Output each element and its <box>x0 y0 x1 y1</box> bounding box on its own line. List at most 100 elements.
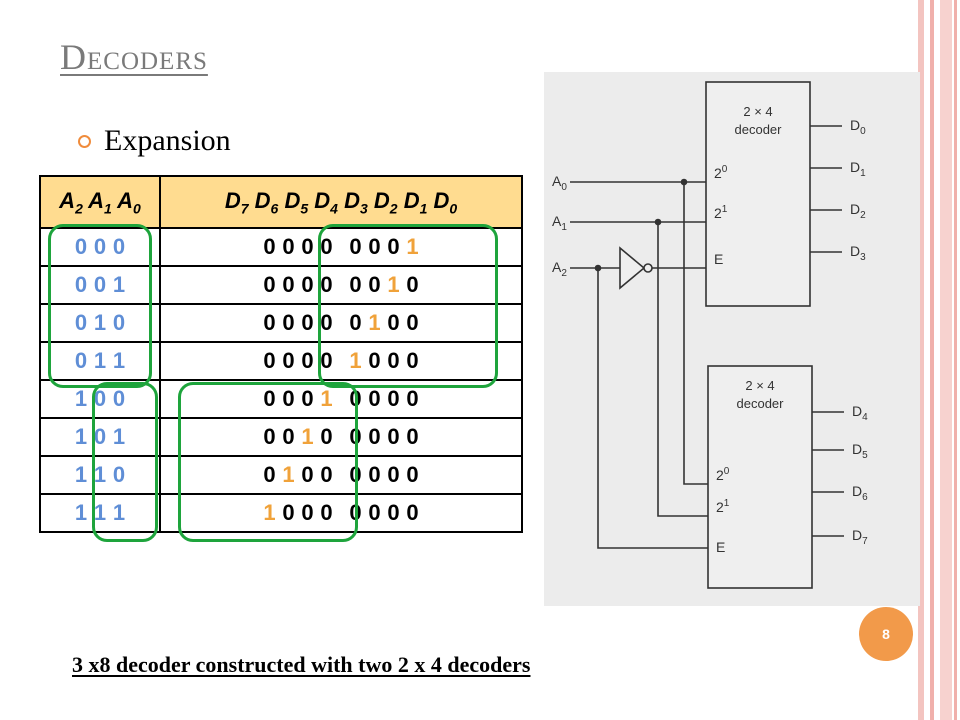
input-bit: 0 <box>112 386 126 411</box>
output-bit: 0 <box>320 424 333 449</box>
output-bit: 0 <box>263 348 276 373</box>
input-bit: 0 <box>112 462 126 487</box>
input-bit: 0 <box>74 310 88 335</box>
output-bit: 0 <box>282 310 295 335</box>
wire-a0-branch <box>683 182 708 485</box>
output-bit: 0 <box>406 500 419 525</box>
slide-caption: 3 x8 decoder constructed with two 2 x 4 … <box>72 652 531 677</box>
input-bit: 0 <box>93 424 107 449</box>
output-bit: 0 <box>387 462 400 487</box>
input-bit: 1 <box>93 348 107 373</box>
output-bit: 0 <box>406 462 419 487</box>
output-bit: 0 <box>301 310 314 335</box>
input-label-a2: A2 <box>552 259 567 279</box>
bullet-text: Expansion <box>104 124 231 157</box>
output-bit: 0 <box>320 500 333 525</box>
output-label-d2: D2 <box>850 201 866 221</box>
output-label-d7: D7 <box>852 527 868 547</box>
input-header-label: A0 <box>117 187 141 217</box>
output-bit: 0 <box>301 348 314 373</box>
output-bit: 0 <box>349 234 362 259</box>
output-bit: 0 <box>320 234 333 259</box>
output-bit: 1 <box>349 348 362 373</box>
output-bit: 0 <box>263 234 276 259</box>
output-label-d5: D5 <box>852 441 868 461</box>
input-bit: 1 <box>93 462 107 487</box>
output-bit: 0 <box>387 500 400 525</box>
input-bit: 1 <box>112 272 126 297</box>
output-bit: 0 <box>263 310 276 335</box>
input-header-label: A1 <box>88 187 112 217</box>
output-bit: 0 <box>282 386 295 411</box>
output-bit: 0 <box>301 386 314 411</box>
input-bit: 1 <box>93 310 107 335</box>
output-bit: 1 <box>406 234 419 259</box>
input-bit: 0 <box>93 234 107 259</box>
input-bit: 0 <box>112 234 126 259</box>
input-bit: 1 <box>112 424 126 449</box>
output-bit: 0 <box>406 272 419 297</box>
output-header-label: D7 <box>224 187 249 217</box>
output-header-label: D0 <box>433 187 458 217</box>
wire-a1-branch <box>657 222 708 517</box>
input-bit: 1 <box>112 500 126 525</box>
input-bit: 0 <box>93 272 107 297</box>
output-bit: 0 <box>263 462 276 487</box>
input-bit: 0 <box>74 348 88 373</box>
input-bit: 1 <box>74 462 88 487</box>
output-bit: 0 <box>406 424 419 449</box>
output-bit: 0 <box>406 348 419 373</box>
output-header-label: D4 <box>314 187 338 217</box>
input-bit: 1 <box>93 500 107 525</box>
bottom-decoder-label-2: decoder <box>737 396 785 411</box>
input-bit: 1 <box>74 424 88 449</box>
inverter-bubble <box>643 263 653 273</box>
output-bit: 0 <box>263 424 276 449</box>
output-bit: 0 <box>387 386 400 411</box>
output-bit: 1 <box>301 424 314 449</box>
output-bit: 0 <box>282 424 295 449</box>
output-header-label: D5 <box>284 187 309 217</box>
output-bit: 1 <box>387 272 400 297</box>
grouping-outline-outputs-high <box>178 382 358 542</box>
output-columns-header: D7 D6 D5 D4 D3 D2 D1 D0 <box>159 175 523 229</box>
top-decoder-label-2: decoder <box>735 122 783 137</box>
output-header-label: D2 <box>373 187 398 217</box>
output-bit: 0 <box>387 234 400 259</box>
junction-a1 <box>654 218 662 226</box>
output-bit: 0 <box>263 272 276 297</box>
output-bit: 0 <box>368 424 381 449</box>
output-bit: 0 <box>368 234 381 259</box>
circle-bullet-icon <box>78 134 91 148</box>
truth-table-header-row: A2 A1 A0 D7 D6 D5 D4 D3 D2 D1 D0 <box>39 175 523 229</box>
output-bit: 0 <box>349 310 362 335</box>
output-bit: 0 <box>387 424 400 449</box>
bottom-decoder-block <box>707 365 813 589</box>
output-bit: 0 <box>263 386 276 411</box>
output-label-d0: D0 <box>850 117 866 137</box>
top-decoder-block <box>705 81 811 307</box>
output-bit: 0 <box>387 310 400 335</box>
grouping-outline-inputs-high <box>92 382 158 542</box>
grouping-outline-inputs-low <box>48 224 152 388</box>
bullet-item: Expansion <box>78 124 231 158</box>
output-bit: 0 <box>368 386 381 411</box>
input-bit: 0 <box>74 272 88 297</box>
output-bit: 0 <box>282 234 295 259</box>
output-header-label: D3 <box>344 187 368 217</box>
output-bit: 1 <box>368 310 381 335</box>
output-label-d4: D4 <box>852 403 868 423</box>
output-bit: 1 <box>282 462 295 487</box>
input-columns-header: A2 A1 A0 <box>39 175 161 229</box>
input-header-label: A2 <box>59 187 83 217</box>
